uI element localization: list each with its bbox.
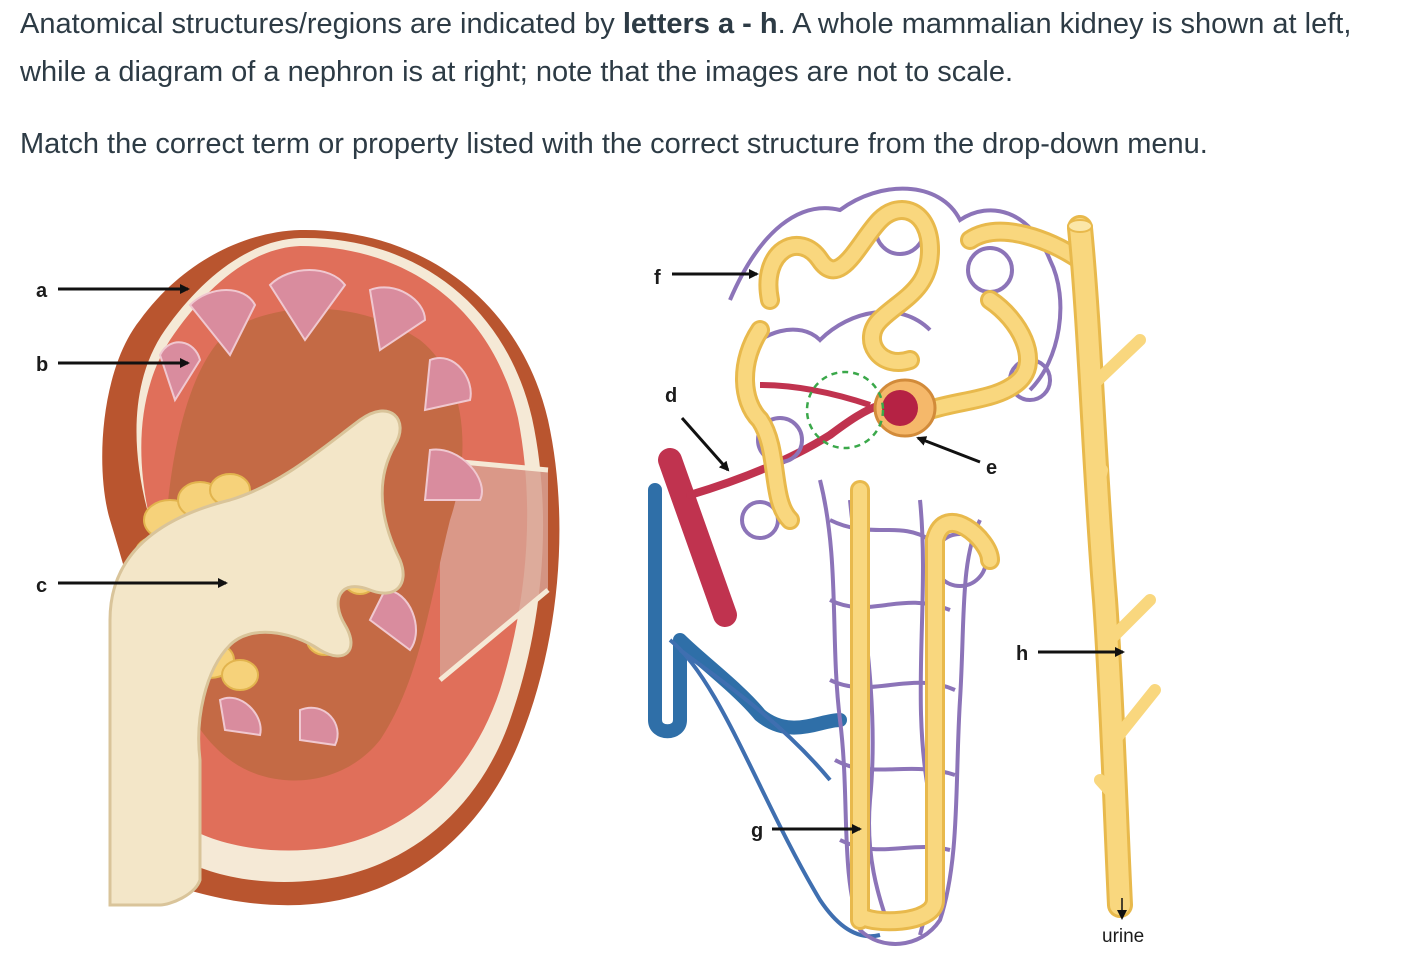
label-e: e: [986, 457, 997, 479]
instruction-line-2: Match the correct term or property liste…: [20, 128, 1208, 160]
glomerulus: [882, 390, 918, 426]
label-f: f: [654, 267, 661, 289]
nephron-illustration: [648, 186, 1161, 946]
label-arrows: [58, 269, 1125, 834]
label-c: c: [36, 575, 47, 597]
vein: [648, 483, 847, 739]
urine-label: urine: [1102, 926, 1144, 947]
juxtaglomerular-region: [805, 370, 885, 450]
cutaway-wedge: [440, 460, 548, 680]
instructions: Anatomical structures/regions are indica…: [20, 0, 1410, 168]
label-a: a: [36, 280, 48, 302]
afferent-arteriole: [686, 401, 884, 499]
arrow-e: [916, 436, 981, 464]
renal-pelvis: [108, 409, 405, 907]
label-b: b: [36, 354, 48, 376]
arrow-d: [680, 417, 730, 472]
label-h: h: [1016, 643, 1028, 665]
letters-range: letters a - h: [622, 8, 778, 40]
artery: [658, 448, 737, 627]
kidney-illustration: [102, 229, 560, 907]
label-g: g: [751, 820, 763, 842]
instruction-line-1: Anatomical structures/regions are indica…: [20, 8, 1352, 88]
label-d: d: [665, 385, 677, 407]
figure-labels: a b c d e f g h urine: [36, 267, 1144, 947]
